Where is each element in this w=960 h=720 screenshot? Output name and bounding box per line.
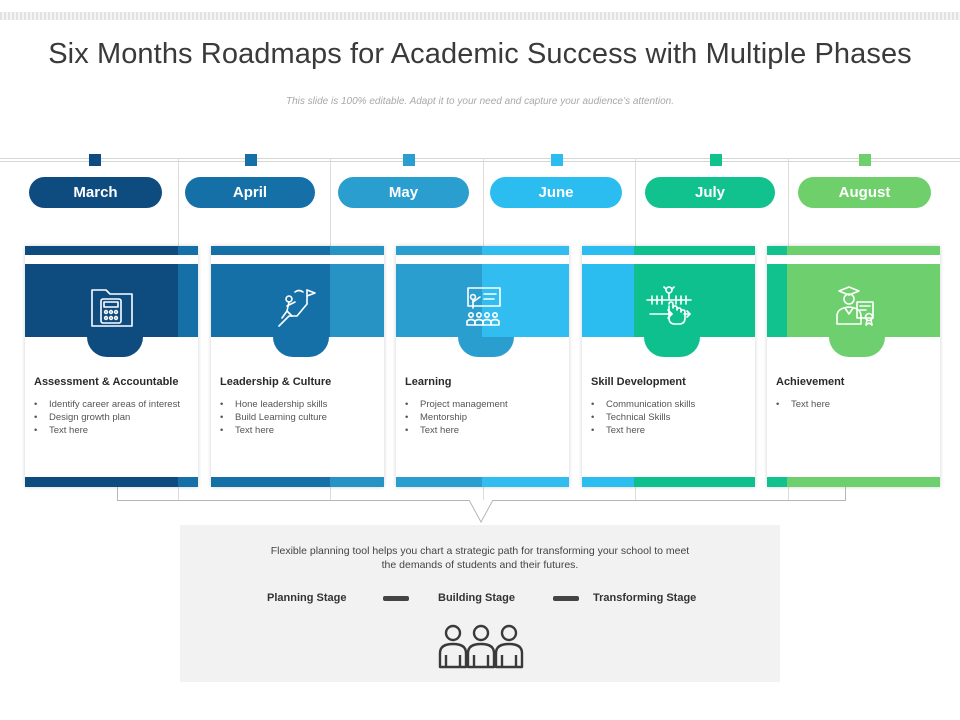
phase-card-assessment: Assessment & Accountable Identify career… <box>25 246 198 487</box>
card-top-bar <box>396 246 569 255</box>
bracket-pointer <box>469 500 493 523</box>
list-item: Build Learning culture <box>220 411 370 424</box>
list-item: Hone leadership skills <box>220 398 370 411</box>
month-pill-august: August <box>798 177 931 208</box>
card-bullets: Hone leadership skills Build Learning cu… <box>220 398 370 437</box>
month-pill-march: March <box>29 177 162 208</box>
card-tab <box>644 337 700 357</box>
card-tab <box>829 337 885 357</box>
card-color-band <box>211 264 384 337</box>
month-pill-june: June <box>490 177 622 208</box>
timeline-marker-march <box>89 154 101 166</box>
card-top-bar <box>582 246 755 255</box>
card-tab <box>87 337 143 357</box>
list-item: Design growth plan <box>34 411 184 424</box>
list-item: Text here <box>776 398 926 411</box>
phase-card-skill-development: Skill Development Communication skills T… <box>582 246 755 487</box>
calculator-folder-icon <box>91 289 133 327</box>
card-bottom-bar <box>767 477 940 487</box>
month-pill-april: April <box>185 177 315 208</box>
list-item: Communication skills <box>591 398 741 411</box>
climbing-to-flag-icon <box>278 289 316 327</box>
presentation-class-icon <box>466 287 501 326</box>
stage-label-planning: Planning Stage <box>267 592 347 604</box>
card-bottom-bar <box>211 477 384 487</box>
list-item: Text here <box>591 424 741 437</box>
card-bottom-bar <box>396 477 569 487</box>
month-pill-may: May <box>338 177 469 208</box>
page-subtitle: This slide is 100% editable. Adapt it to… <box>285 96 675 107</box>
summary-text: Flexible planning tool helps you chart a… <box>270 545 690 571</box>
card-bottom-bar <box>582 477 755 487</box>
timeline-marker-july <box>710 154 722 166</box>
card-color-band <box>25 264 198 337</box>
list-item: Text here <box>34 424 184 437</box>
top-decorative-stripe <box>0 12 960 20</box>
timeline-line-secondary <box>0 161 960 162</box>
graduate-certificate-icon <box>836 286 874 326</box>
card-top-bar <box>211 246 384 255</box>
timeline-marker-august <box>859 154 871 166</box>
summary-box: Flexible planning tool helps you chart a… <box>180 525 780 682</box>
card-title: Achievement <box>776 376 845 388</box>
list-item: Identify career areas of interest <box>34 398 184 411</box>
timeline-marker-june <box>551 154 563 166</box>
list-item: Text here <box>220 424 370 437</box>
phase-card-leadership: Leadership & Culture Hone leadership ski… <box>211 246 384 487</box>
stage-connector <box>553 596 579 601</box>
card-bullets: Identify career areas of interest Design… <box>34 398 184 437</box>
card-title: Leadership & Culture <box>220 376 332 388</box>
list-item: Project management <box>405 398 555 411</box>
phase-card-achievement: Achievement Text here <box>767 246 940 487</box>
card-bullets: Text here <box>776 398 926 411</box>
skill-hand-target-icon <box>646 286 692 325</box>
month-pill-july: July <box>645 177 775 208</box>
card-title: Learning <box>405 376 452 388</box>
card-top-bar <box>767 246 940 255</box>
card-bullets: Communication skills Technical Skills Te… <box>591 398 741 437</box>
stage-connector <box>383 596 409 601</box>
card-top-bar <box>25 246 198 255</box>
phase-card-learning: Learning Project management Mentorship T… <box>396 246 569 487</box>
timeline-marker-april <box>245 154 257 166</box>
card-tab <box>273 337 329 357</box>
list-item: Technical Skills <box>591 411 741 424</box>
page-title: Six Months Roadmaps for Academic Success… <box>48 38 912 70</box>
card-tab <box>458 337 514 357</box>
timeline-line <box>0 158 960 159</box>
card-title: Skill Development <box>591 376 686 388</box>
card-title: Assessment & Accountable <box>34 376 179 388</box>
stage-label-building: Building Stage <box>438 592 515 604</box>
card-bullets: Project management Mentorship Text here <box>405 398 555 437</box>
stage-label-transforming: Transforming Stage <box>593 592 697 604</box>
list-item: Text here <box>405 424 555 437</box>
timeline-marker-may <box>403 154 415 166</box>
card-bottom-bar <box>25 477 198 487</box>
list-item: Mentorship <box>405 411 555 424</box>
bracket-connector <box>117 487 846 501</box>
team-icon <box>438 624 524 669</box>
